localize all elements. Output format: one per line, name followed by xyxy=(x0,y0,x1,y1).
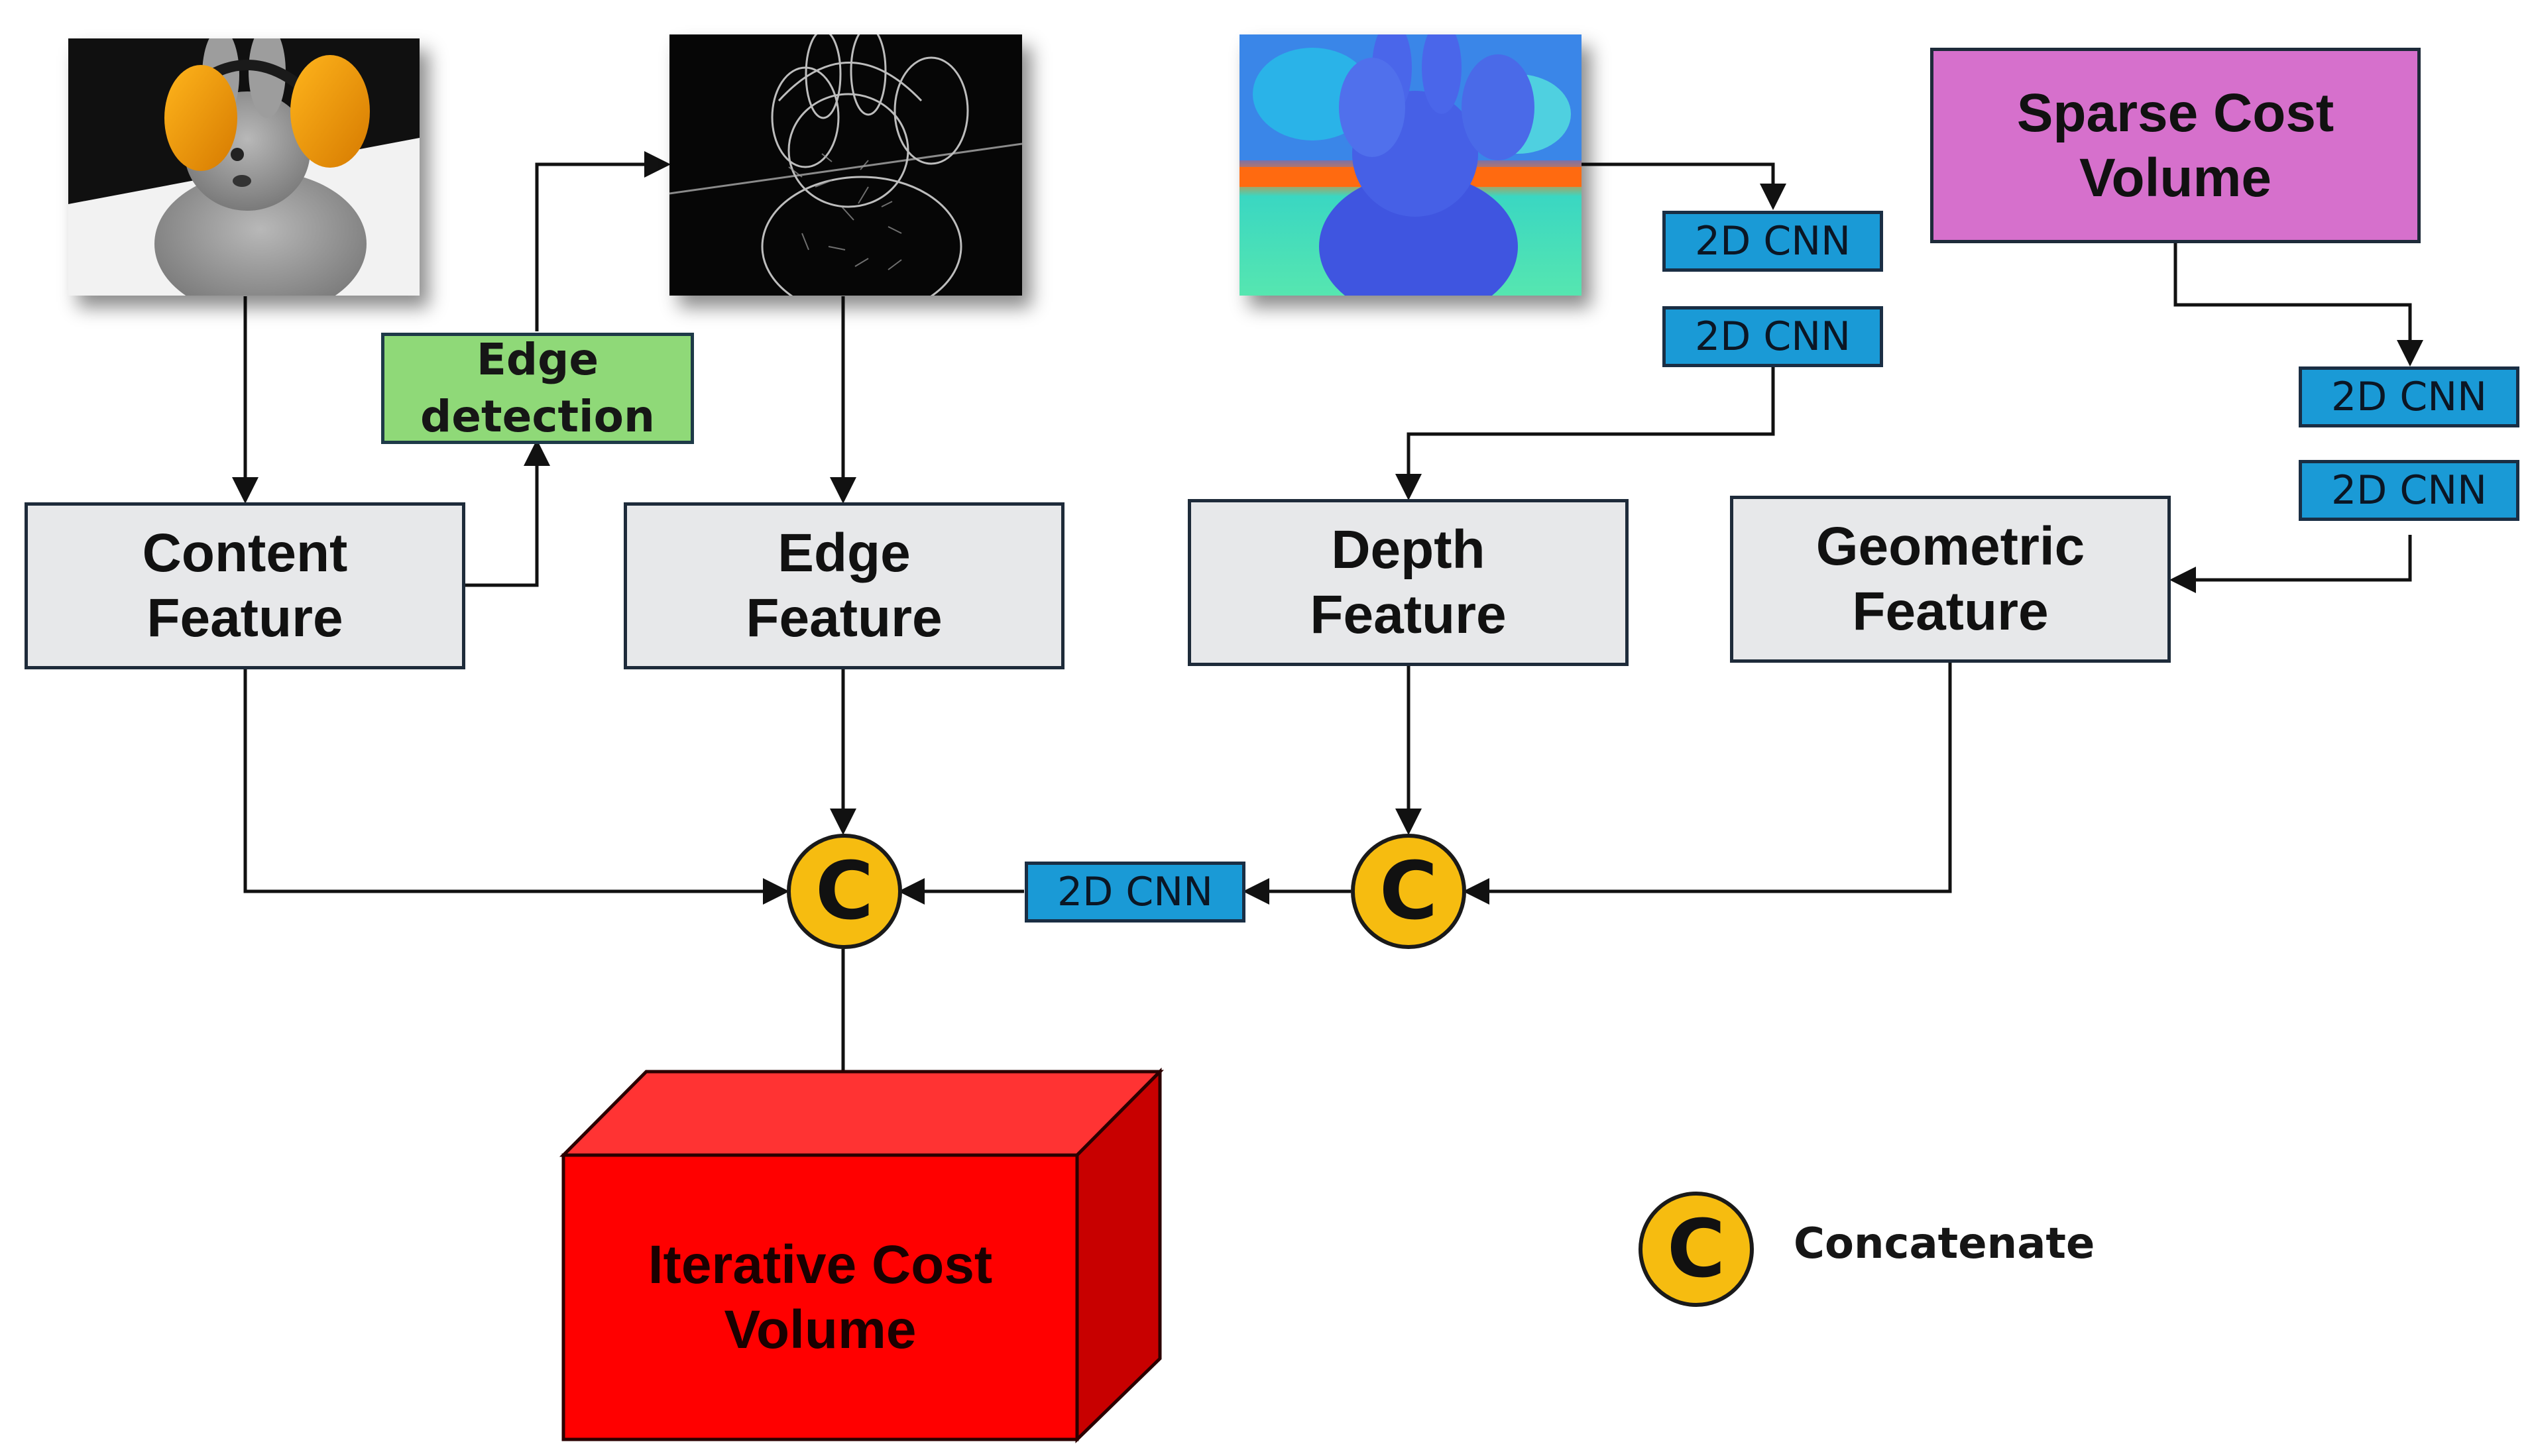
arrow-cnn-to-depth-feature xyxy=(1395,366,1775,500)
concat-node-left: C xyxy=(787,834,902,949)
cnn-block-fusion: 2D CNN xyxy=(1025,862,1245,923)
arrow-geometric-to-concat xyxy=(1463,663,1952,905)
legend-concatenate-label: Concatenate xyxy=(1794,1219,2095,1268)
edge-map-image xyxy=(669,34,1022,296)
edge-detection-box: Edge detection xyxy=(381,333,694,444)
cnn-block-sparse-1: 2D CNN xyxy=(2299,366,2519,427)
depth-feature-box: Depth Feature xyxy=(1188,499,1629,666)
rgb-input-image xyxy=(68,38,420,296)
arrow-content-to-concat xyxy=(243,669,789,905)
cnn-block-sparse-2: 2D CNN xyxy=(2299,460,2519,521)
arrow-cnn-to-geometric xyxy=(2169,535,2412,593)
edge-feature-box: Edge Feature xyxy=(624,502,1065,669)
cube-front-face xyxy=(561,1153,1079,1441)
iterative-cost-volume-label: Iterative Cost Volume xyxy=(648,1234,993,1360)
arrow-depth-map-to-cnn xyxy=(1578,162,1786,210)
cube-top-face xyxy=(559,1070,1165,1157)
depth-map-image xyxy=(1239,34,1582,296)
arrow-edge-detection-to-edge-map xyxy=(535,151,671,331)
concat-node-right: C xyxy=(1351,834,1466,949)
content-feature-box: Content Feature xyxy=(25,502,465,669)
arrow-content-to-edge-detection xyxy=(464,439,550,587)
geometric-feature-box: Geometric Feature xyxy=(1730,496,2171,663)
sparse-cost-volume-box: Sparse Cost Volume xyxy=(1930,48,2421,243)
legend-concat-symbol: C xyxy=(1639,1192,1754,1307)
arrow-sparse-to-cnn xyxy=(2173,243,2423,366)
cnn-block-depth-2: 2D CNN xyxy=(1662,306,1883,367)
cnn-block-depth-1: 2D CNN xyxy=(1662,211,1883,272)
